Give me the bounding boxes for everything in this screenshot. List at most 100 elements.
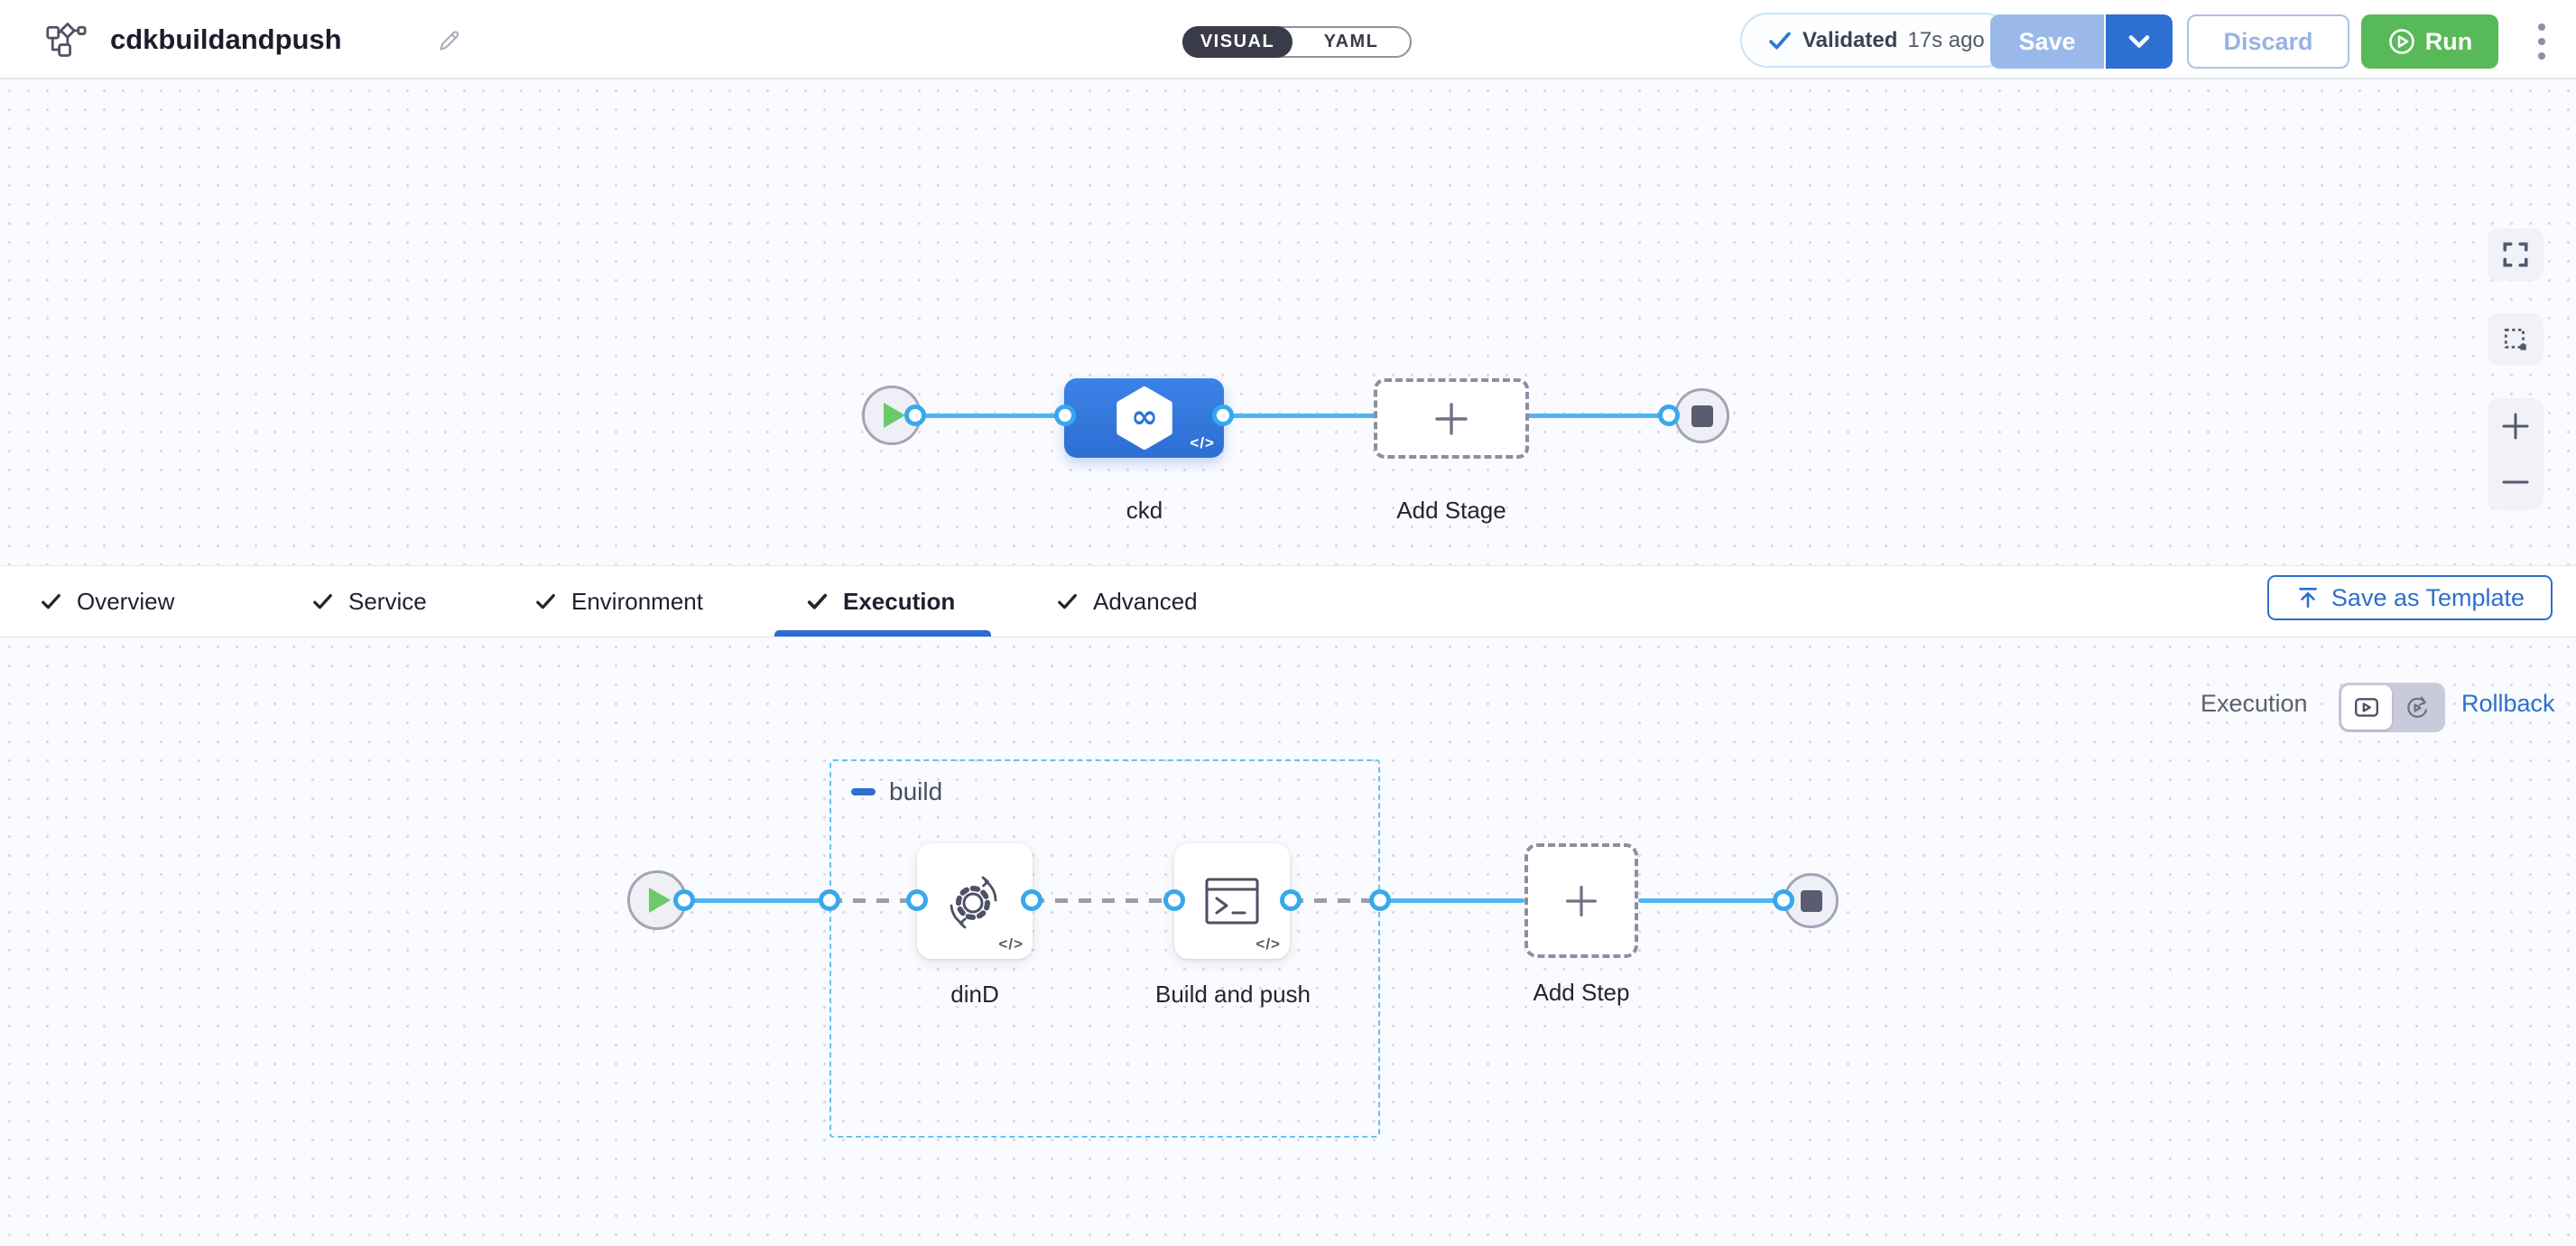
step-build-and-push[interactable]: </> xyxy=(1174,843,1290,959)
port[interactable] xyxy=(1280,889,1302,911)
group-name: build xyxy=(889,777,943,805)
save-as-template-label: Save as Template xyxy=(2330,583,2525,611)
rollback-view-button[interactable] xyxy=(2392,685,2442,730)
check-icon xyxy=(536,593,555,609)
validated-badge[interactable]: Validated 17s ago xyxy=(1740,13,2012,68)
port[interactable] xyxy=(673,889,695,911)
link-addstage-to-end xyxy=(1524,414,1677,418)
gear-sync-icon xyxy=(950,876,997,929)
step-group-build: build xyxy=(829,759,1380,1138)
upload-icon xyxy=(2299,588,2317,608)
pipeline-end-node xyxy=(1674,388,1729,443)
save-as-template-button[interactable]: Save as Template xyxy=(2267,575,2553,620)
link xyxy=(1638,898,1784,903)
execution-canvas[interactable]: Execution Rollback build xyxy=(0,637,2576,1246)
rollback-link[interactable]: Rollback xyxy=(2461,690,2555,717)
plus-icon xyxy=(2502,413,2529,440)
stage-label: ckd xyxy=(1126,497,1163,524)
validated-label: Validated xyxy=(1802,27,1898,52)
tab-advanced[interactable]: Advanced xyxy=(1056,566,1198,637)
check-icon xyxy=(313,593,332,609)
tab-label: Service xyxy=(348,587,427,615)
play-box-icon xyxy=(2355,697,2378,717)
visual-yaml-toggle: VISUAL YAML xyxy=(1182,26,1412,58)
code-badge: </> xyxy=(998,935,1024,953)
fullscreen-icon[interactable] xyxy=(2488,228,2544,281)
execution-rollback-toggle xyxy=(2339,683,2445,732)
port[interactable] xyxy=(1163,889,1185,911)
app-header: cdkbuildandpush VISUAL YAML Validated 17… xyxy=(0,0,2576,79)
step-label: Build and push xyxy=(1154,981,1311,1008)
kebab-menu-icon[interactable] xyxy=(2524,14,2560,69)
terminal-icon xyxy=(1205,878,1259,925)
plus-icon xyxy=(1566,885,1597,916)
pipeline-graph-icon xyxy=(45,21,87,63)
collapse-group-button[interactable] xyxy=(851,788,876,795)
link xyxy=(687,898,829,903)
active-tab-underline xyxy=(774,630,991,637)
link-dashed xyxy=(1032,898,1174,903)
stage-canvas[interactable]: ∞ </> ckd Add Stage xyxy=(0,81,2576,565)
run-button[interactable]: Run xyxy=(2361,14,2498,69)
save-split-button: Save xyxy=(1990,14,2173,69)
add-step-label: Add Step xyxy=(1533,979,1630,1006)
execution-view-button[interactable] xyxy=(2341,685,2392,730)
add-stage-button[interactable] xyxy=(1374,378,1529,459)
start-play-icon xyxy=(649,888,671,913)
zoom-in-button[interactable] xyxy=(2488,398,2544,454)
tab-service[interactable]: Service xyxy=(311,566,427,637)
code-badge: </> xyxy=(1256,935,1281,953)
zoom-out-button[interactable] xyxy=(2488,454,2544,510)
check-icon xyxy=(1058,593,1077,609)
link-stage-to-addstage xyxy=(1219,414,1381,418)
code-badge: </> xyxy=(1190,434,1215,451)
svg-text:∞: ∞ xyxy=(1130,398,1157,436)
stage-node-ckd[interactable]: ∞ </> xyxy=(1064,378,1224,458)
tab-overview[interactable]: Overview xyxy=(40,566,174,637)
stop-square-icon xyxy=(1691,404,1713,427)
tab-label: Overview xyxy=(77,587,175,615)
chevron-down-icon xyxy=(2128,35,2150,48)
save-button[interactable]: Save xyxy=(1990,14,2104,69)
link-start-to-stage xyxy=(915,414,1070,418)
add-stage-label: Add Stage xyxy=(1396,497,1506,524)
port[interactable] xyxy=(904,404,926,426)
port[interactable] xyxy=(819,889,840,911)
add-step-button[interactable] xyxy=(1524,843,1638,958)
plus-icon xyxy=(1435,402,1468,435)
port[interactable] xyxy=(1212,404,1234,426)
port[interactable] xyxy=(1658,404,1680,426)
tab-execution[interactable]: Execution xyxy=(806,566,955,637)
link-dashed xyxy=(829,898,917,903)
port[interactable] xyxy=(1773,889,1794,911)
stop-square-icon xyxy=(1800,889,1822,912)
port[interactable] xyxy=(1021,889,1042,911)
marquee-select-icon[interactable] xyxy=(2488,313,2544,366)
link-dashed xyxy=(1291,898,1380,903)
port[interactable] xyxy=(1369,889,1391,911)
step-dind[interactable]: </> xyxy=(917,843,1033,959)
check-icon xyxy=(807,593,828,609)
save-menu-button[interactable] xyxy=(2106,14,2173,69)
stage-tabbar: Overview Service Environment Execution A… xyxy=(0,565,2576,637)
edit-pencil-icon[interactable] xyxy=(435,25,464,59)
toggle-visual[interactable]: VISUAL xyxy=(1182,26,1293,58)
pipeline-title: cdkbuildandpush xyxy=(110,23,342,55)
check-icon xyxy=(1769,32,1791,49)
execution-mode-label: Execution xyxy=(2201,690,2308,717)
port[interactable] xyxy=(906,889,928,911)
play-circle-icon xyxy=(2388,29,2414,54)
tab-label: Environment xyxy=(571,587,703,615)
discard-button[interactable]: Discard xyxy=(2187,14,2349,69)
tab-label: Advanced xyxy=(1093,587,1198,615)
ci-hexagon-infinity-icon: ∞ xyxy=(1116,386,1172,450)
port[interactable] xyxy=(1054,404,1076,426)
link xyxy=(1380,898,1524,903)
minus-icon xyxy=(2502,480,2529,484)
tab-environment[interactable]: Environment xyxy=(534,566,703,637)
validated-time: 17s ago xyxy=(1907,27,1985,52)
toggle-yaml[interactable]: YAML xyxy=(1323,32,1379,51)
rollback-arrow-icon xyxy=(2407,695,2428,718)
tab-label: Execution xyxy=(843,587,956,615)
step-label: dinD xyxy=(950,981,999,1008)
